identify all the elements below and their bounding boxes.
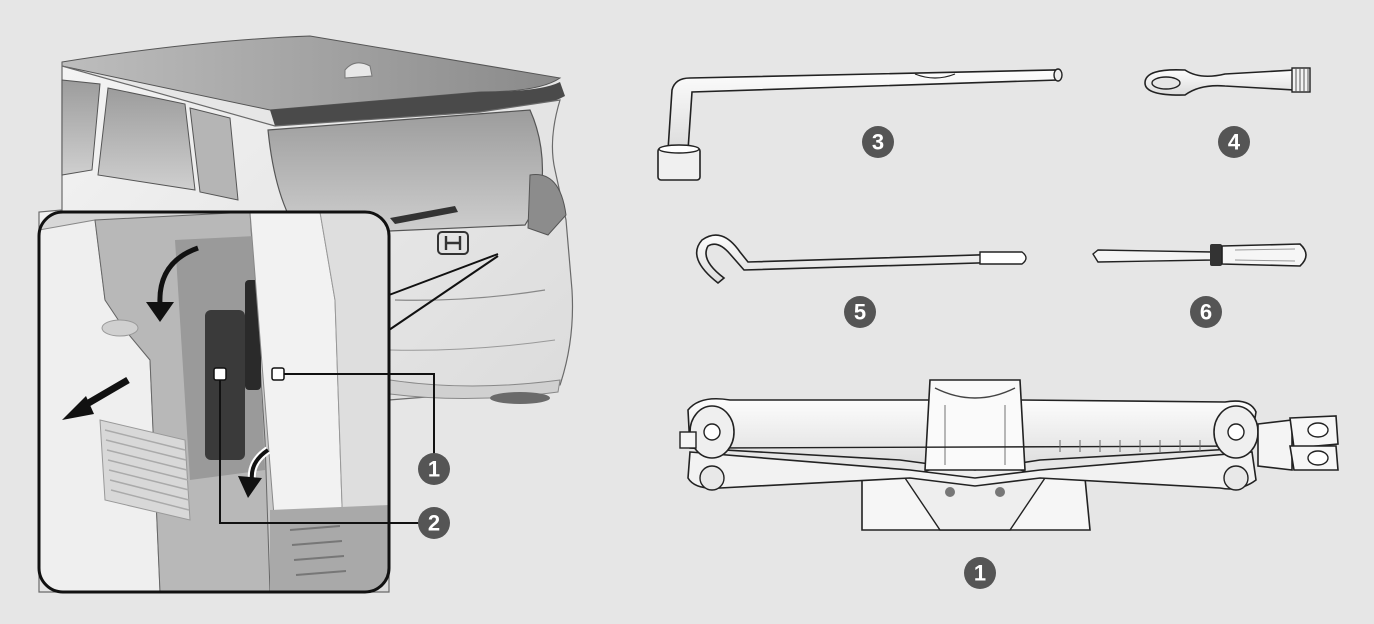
remove-arrow-bottom (238, 446, 271, 498)
svg-text:5: 5 (854, 300, 866, 325)
svg-text:6: 6 (1200, 300, 1212, 325)
svg-text:1: 1 (974, 561, 986, 586)
tool-storage-inset: 1 2 (37, 210, 450, 594)
callout-inset-2: 2 (418, 507, 450, 539)
callout-tow-hook: 4 (1218, 126, 1250, 158)
svg-text:1: 1 (428, 457, 440, 482)
callout-jack: 1 (964, 557, 996, 589)
jack-handle-bar-icon (695, 234, 1027, 285)
wheel-nut-wrench-icon (657, 68, 1063, 181)
callout-jack-handle: 5 (844, 296, 876, 328)
callout-wrench: 3 (862, 126, 894, 158)
callout-screwdriver: 6 (1190, 296, 1222, 328)
towing-hook-icon (1144, 67, 1311, 96)
screwdriver-icon (1092, 243, 1307, 267)
svg-text:2: 2 (428, 511, 440, 536)
svg-text:4: 4 (1228, 130, 1241, 155)
vent-grille (99, 419, 191, 521)
remove-arrow-top (146, 245, 199, 322)
remove-arrow-left (62, 376, 130, 420)
callout-inset-1: 1 (418, 453, 450, 485)
scissor-jack-icon (679, 379, 1339, 531)
svg-text:3: 3 (872, 130, 884, 155)
